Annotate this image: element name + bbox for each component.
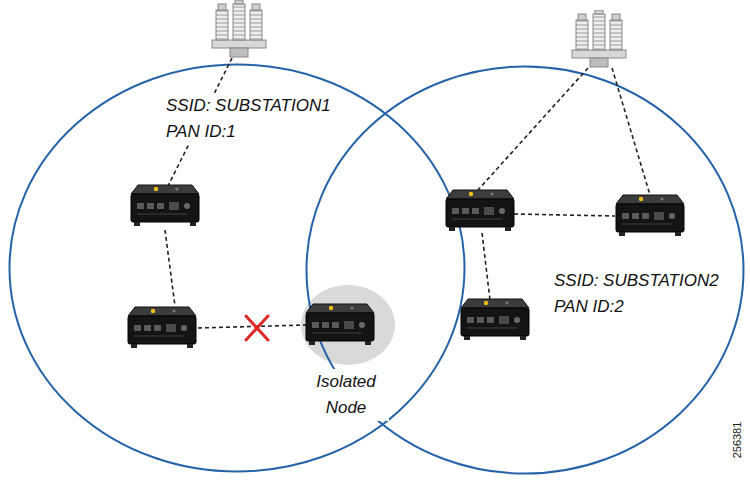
router-icon [616,195,684,236]
router-icon [461,299,529,340]
wireless-coverage-area: SSID: SUBSTATION1PAN ID:1Isolated Node [8,63,466,473]
isolation-halo-fill [301,285,395,365]
node-caption: Isolated Node [303,369,389,421]
ssid-label: SSID: SUBSTATION1 [165,93,332,119]
router-icon [131,185,199,226]
substation-tower [212,0,266,57]
figure-number: 256381 [730,417,744,463]
mesh-links [165,58,650,328]
pan-id-label: PAN ID:2 [553,294,625,320]
router-icon [128,307,196,348]
router-icon [446,190,514,231]
ssid-label: SSID: SUBSTATION2 [553,268,720,294]
coverage-circle-outline [307,67,744,474]
router-icon [306,304,374,345]
broken-link-mark [246,316,268,340]
coverage-circle-outline [10,65,465,472]
pan-id-label: PAN ID:1 [165,119,237,145]
coverage-circle [8,63,466,473]
substation-tower [572,10,626,67]
